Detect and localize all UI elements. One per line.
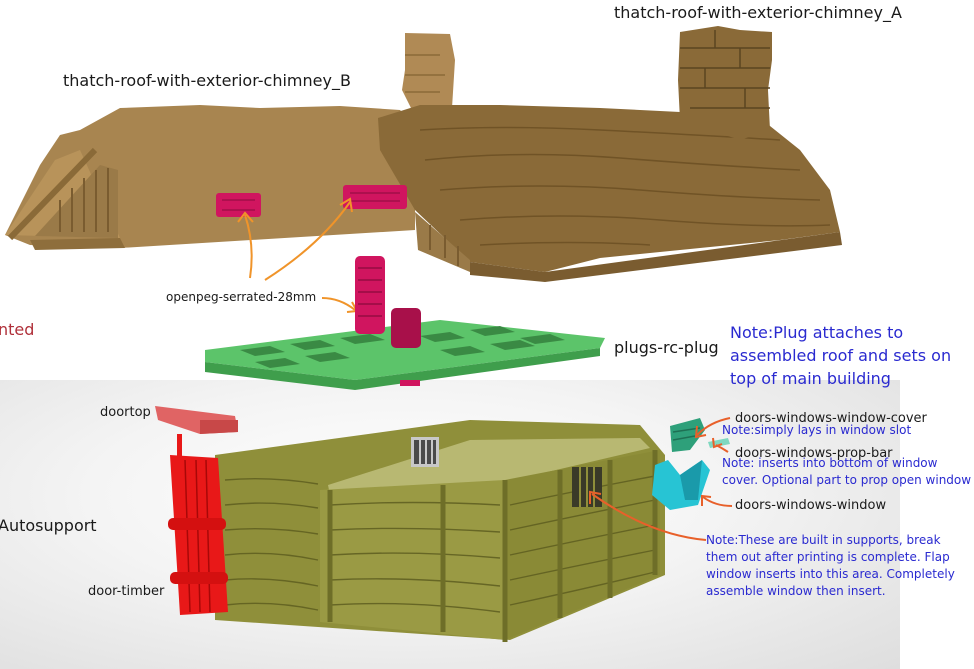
label-peg: openpeg-serrated-28mm [166,290,317,304]
window-grate-back [411,437,439,467]
doortop-model [155,406,238,434]
window-grate-front [572,467,602,507]
label-door-timber: door-timber [88,584,165,599]
label-window: doors-windows-window [735,498,887,513]
window-cover-note: Note:simply lays in window slot [722,423,912,437]
roof-a-model [378,105,842,282]
standing-pegs [355,256,421,348]
label-plug: plugs-rc-plug [614,338,719,357]
supports-note: Note:These are built in supports, break … [706,533,955,598]
label-roof-b: thatch-roof-with-exterior-chimney_B [63,71,351,90]
partial-autosupport-label: Autosupport [0,516,97,535]
roof-b-model [5,105,415,250]
plug-note: Note:Plug attaches to assembled roof and… [730,323,952,388]
label-prop-bar: doors-windows-prop-bar [735,446,893,461]
label-window-cover: doors-windows-window-cover [735,411,927,426]
plug-model [205,320,605,390]
white-margin [900,380,974,669]
label-doortop: doortop [100,405,151,420]
window-parts [652,418,730,510]
prop-bar-note: Note: inserts into bottom of window cove… [722,456,972,487]
pegs-on-roof [216,185,407,217]
chimney-b-model [402,33,455,110]
chimney-a-model [678,26,772,140]
window-arrows [589,417,733,541]
door-model [168,434,228,615]
partial-red-label: nted [0,320,35,339]
label-roof-a: thatch-roof-with-exterior-chimney_A [614,3,902,22]
walls-model [215,420,665,642]
